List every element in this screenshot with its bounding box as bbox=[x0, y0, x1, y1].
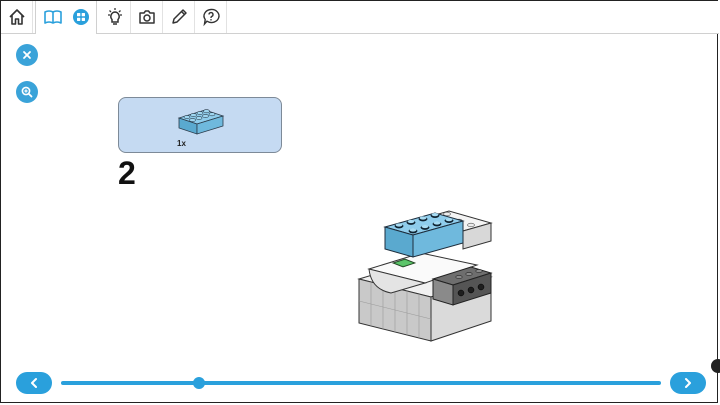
brick-2x4-part bbox=[177, 109, 225, 135]
step-progress-slider[interactable] bbox=[61, 377, 661, 389]
parts-callout: 1x bbox=[118, 97, 282, 153]
grid-icon bbox=[73, 9, 89, 25]
book-icon bbox=[44, 10, 62, 24]
model-illustration bbox=[357, 210, 493, 342]
camera-icon bbox=[138, 10, 155, 24]
previous-step-button[interactable] bbox=[16, 372, 52, 394]
edge-handle bbox=[711, 359, 720, 373]
home-icon bbox=[8, 9, 25, 25]
step-number: 2 bbox=[118, 155, 136, 191]
help-button[interactable] bbox=[195, 1, 227, 33]
help-icon bbox=[202, 8, 220, 27]
notes-button[interactable] bbox=[163, 1, 195, 33]
pencil-icon bbox=[171, 9, 187, 24]
lightbulb-icon bbox=[107, 8, 122, 25]
close-button[interactable] bbox=[16, 44, 38, 66]
zoom-in-icon bbox=[21, 86, 33, 98]
camera-button[interactable] bbox=[131, 1, 163, 33]
idea-button[interactable] bbox=[99, 1, 131, 33]
part-quantity: 1x bbox=[177, 139, 186, 148]
chevron-left-icon bbox=[31, 378, 37, 388]
instructions-button[interactable] bbox=[37, 1, 69, 33]
next-step-button[interactable] bbox=[670, 372, 706, 394]
top-toolbar bbox=[1, 1, 719, 34]
close-icon bbox=[23, 51, 31, 59]
overview-button[interactable] bbox=[65, 1, 97, 33]
zoom-button[interactable] bbox=[16, 81, 38, 103]
chevron-right-icon bbox=[685, 378, 691, 388]
slider-thumb[interactable] bbox=[193, 377, 205, 389]
home-button[interactable] bbox=[1, 1, 33, 33]
